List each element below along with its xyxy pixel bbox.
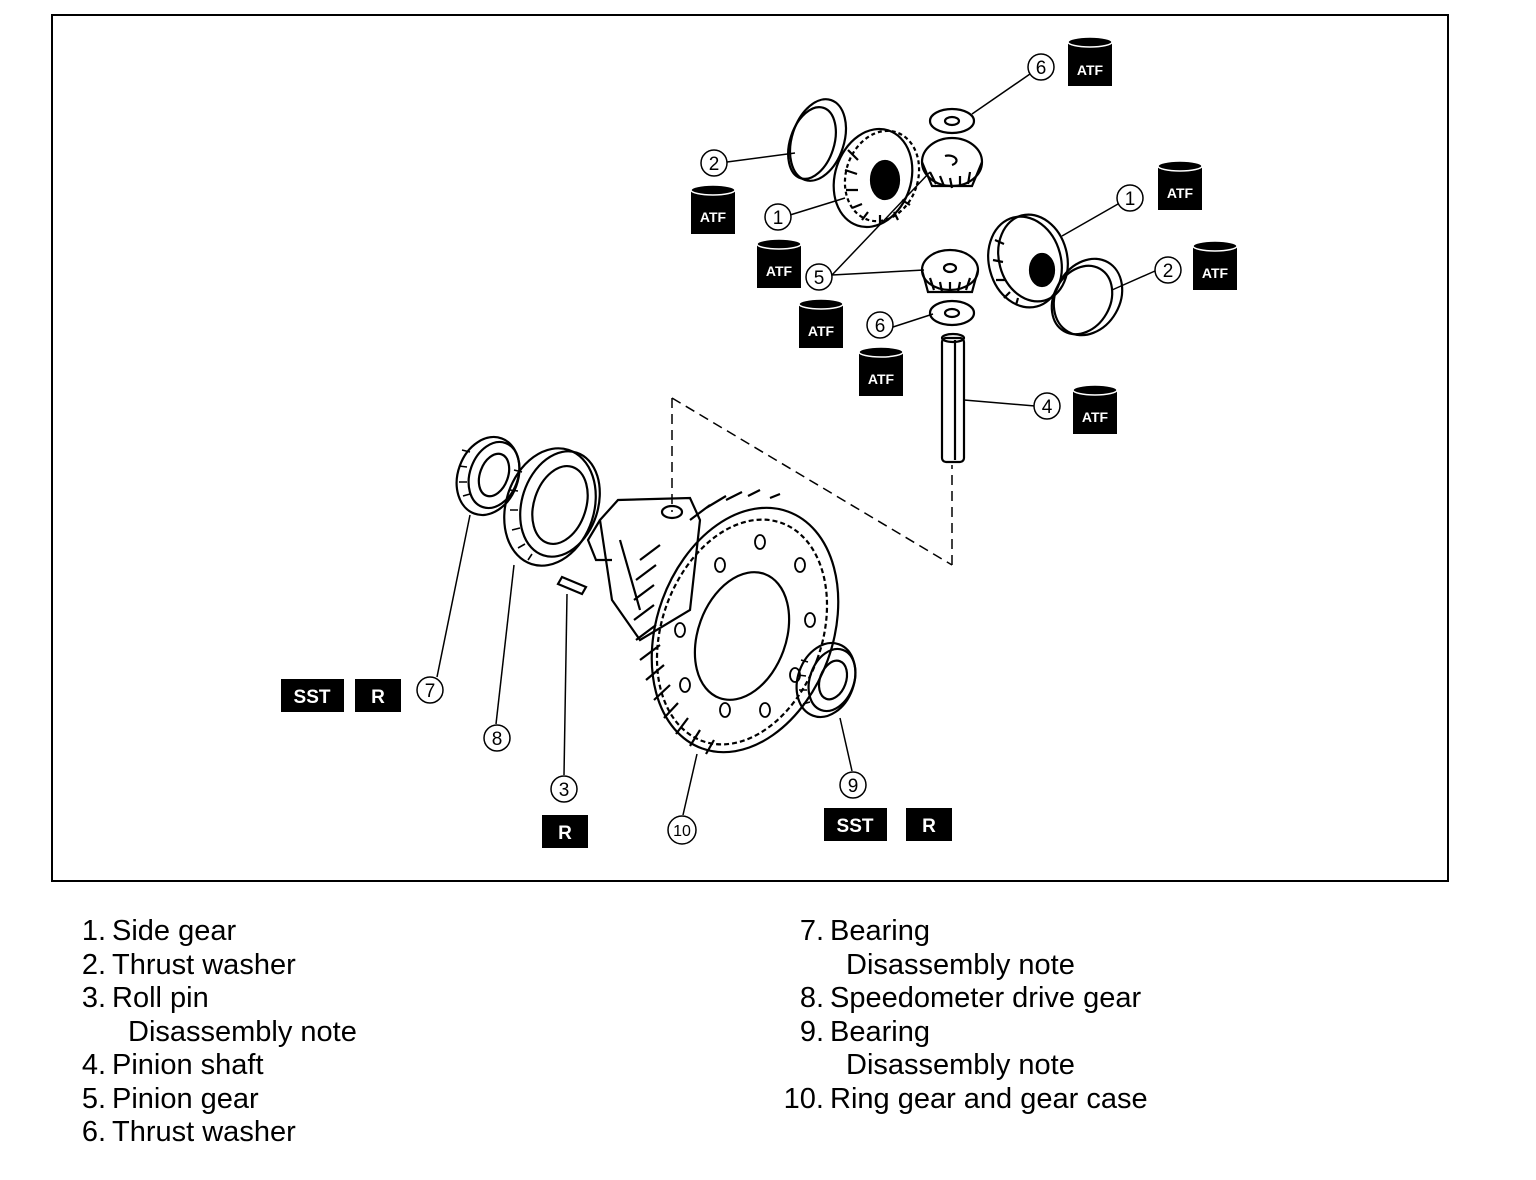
- legend-label: Pinion shaft: [112, 1049, 264, 1081]
- legend-label: Speedometer drive gear: [830, 982, 1142, 1014]
- svg-text:SST: SST: [294, 687, 331, 708]
- ring-gear-and-case: [586, 489, 840, 755]
- sst-tag-9: SST: [824, 808, 887, 841]
- svg-text:ATF: ATF: [766, 263, 793, 279]
- thrust-washer-right: [1050, 257, 1124, 337]
- exploded-view-diagram: 6 2 1 5 1 2 6 4 7 8 3 10 9 ATF ATF ATF A…: [51, 14, 1449, 882]
- side-gear-right: [987, 213, 1069, 309]
- assembly-guide-lines: [671, 397, 953, 566]
- callout-9-text: 9: [848, 776, 859, 797]
- atf-tag-2-left: ATF: [690, 184, 736, 235]
- thrust-washer-upper-left: [787, 98, 848, 182]
- legend-item-4: 4.Pinion shaft: [81, 1049, 264, 1081]
- bearing-right: [795, 641, 857, 719]
- svg-text:ATF: ATF: [1077, 62, 1104, 78]
- legend-note-9: Disassembly note: [846, 1049, 1075, 1081]
- callout-1-right-text: 1: [1125, 189, 1136, 210]
- pinion-gear-lower: [920, 248, 980, 294]
- legend-label: Thrust washer: [112, 1116, 296, 1148]
- callout-10: [667, 815, 697, 845]
- legend-item-2: 2.Thrust washer: [81, 948, 296, 981]
- callout-1-left-text: 1: [773, 208, 784, 229]
- callout-4-text: 4: [1042, 397, 1053, 418]
- legend-label: Ring gear and gear case: [830, 1082, 1148, 1115]
- diagram-frame: [51, 14, 1449, 882]
- callout-1-left: [764, 203, 792, 231]
- leader-lines: [436, 73, 1156, 816]
- legend-label: Side gear: [112, 915, 237, 947]
- svg-text:ATF: ATF: [1167, 185, 1194, 201]
- r-tag-7: R: [355, 679, 401, 712]
- r-tag-9: R: [906, 808, 952, 841]
- atf-tag-4: ATF: [1072, 384, 1118, 435]
- callout-6-lower: [866, 311, 894, 339]
- callout-8: [483, 724, 511, 752]
- r-tag-3: R: [542, 815, 588, 848]
- legend-note-3: Disassembly note: [128, 1015, 357, 1048]
- callout-8-text: 8: [492, 729, 503, 750]
- atf-tag-2-right: ATF: [1192, 240, 1238, 291]
- legend-item-3: 3.Roll pin: [81, 982, 209, 1014]
- atf-tag-6-top: ATF: [1067, 36, 1113, 87]
- atf-tag-5: ATF: [798, 298, 844, 349]
- pinion-shaft: [940, 332, 966, 464]
- callout-5-text: 5: [814, 268, 825, 289]
- legend-label: Pinion gear: [112, 1082, 259, 1115]
- side-gear-upper: [832, 127, 921, 229]
- svg-text:ATF: ATF: [700, 209, 727, 225]
- callout-6-lower-text: 6: [875, 316, 886, 337]
- callout-3: [550, 775, 578, 803]
- callout-2-left-text: 2: [709, 154, 720, 175]
- callout-7-text: 7: [425, 681, 436, 702]
- legend-item-10: 10.Ring gear and gear case: [783, 1082, 1148, 1115]
- callout-9: [839, 771, 867, 799]
- legend-label: Thrust washer: [112, 948, 296, 981]
- legend-item-5: 5.Pinion gear: [81, 1082, 259, 1115]
- callout-10-text: 10: [673, 823, 691, 840]
- svg-text:R: R: [371, 687, 385, 708]
- thrust-washer-upper-small: [928, 107, 976, 135]
- atf-tag-1-right: ATF: [1157, 160, 1203, 211]
- svg-text:ATF: ATF: [868, 371, 895, 387]
- callout-2-right: [1154, 256, 1182, 284]
- callout-7: [416, 676, 444, 704]
- svg-text:ATF: ATF: [1202, 265, 1229, 281]
- svg-text:R: R: [922, 816, 936, 837]
- legend-item-7: 7.Bearing: [799, 915, 930, 947]
- thrust-washer-lower-small: [928, 299, 976, 327]
- legend-item-1: 1.Side gear: [81, 915, 237, 947]
- callout-2-right-text: 2: [1163, 261, 1174, 282]
- legend-label: Bearing: [830, 1015, 930, 1048]
- callout-numbers: [416, 53, 1182, 845]
- pinion-gear-upper: [920, 136, 984, 189]
- legend-note-7: Disassembly note: [846, 948, 1075, 981]
- sst-tag-7: SST: [281, 679, 344, 712]
- callout-5: [805, 263, 833, 291]
- legend-item-6: 6.Thrust washer: [81, 1116, 296, 1148]
- legend-label: Roll pin: [112, 982, 209, 1014]
- svg-text:R: R: [558, 823, 572, 844]
- callout-3-text: 3: [559, 780, 570, 801]
- svg-text:SST: SST: [837, 816, 874, 837]
- bearing-left: [455, 435, 521, 517]
- legend-item-9: 9.Bearing: [799, 1015, 930, 1048]
- legend-item-8: 8.Speedometer drive gear: [799, 982, 1142, 1014]
- svg-text:ATF: ATF: [808, 323, 835, 339]
- legend-label: Bearing: [830, 915, 930, 947]
- callout-2-left: [700, 149, 728, 177]
- svg-text:ATF: ATF: [1082, 409, 1109, 425]
- callout-6-top: [1027, 53, 1055, 81]
- atf-tag-1-left: ATF: [756, 238, 802, 289]
- legend-left: 1.Side gear 2.Thrust washer 3.Roll pin D…: [60, 915, 357, 1150]
- speedometer-drive-gear: [503, 447, 601, 567]
- legend-right: 7.Bearing Disassembly note 8.Speedometer…: [770, 915, 1148, 1116]
- roll-pin: [556, 575, 588, 596]
- callout-6-top-text: 6: [1036, 58, 1047, 79]
- callout-1-right: [1116, 184, 1144, 212]
- callout-4: [1033, 392, 1061, 420]
- atf-tag-6-lower: ATF: [858, 346, 904, 397]
